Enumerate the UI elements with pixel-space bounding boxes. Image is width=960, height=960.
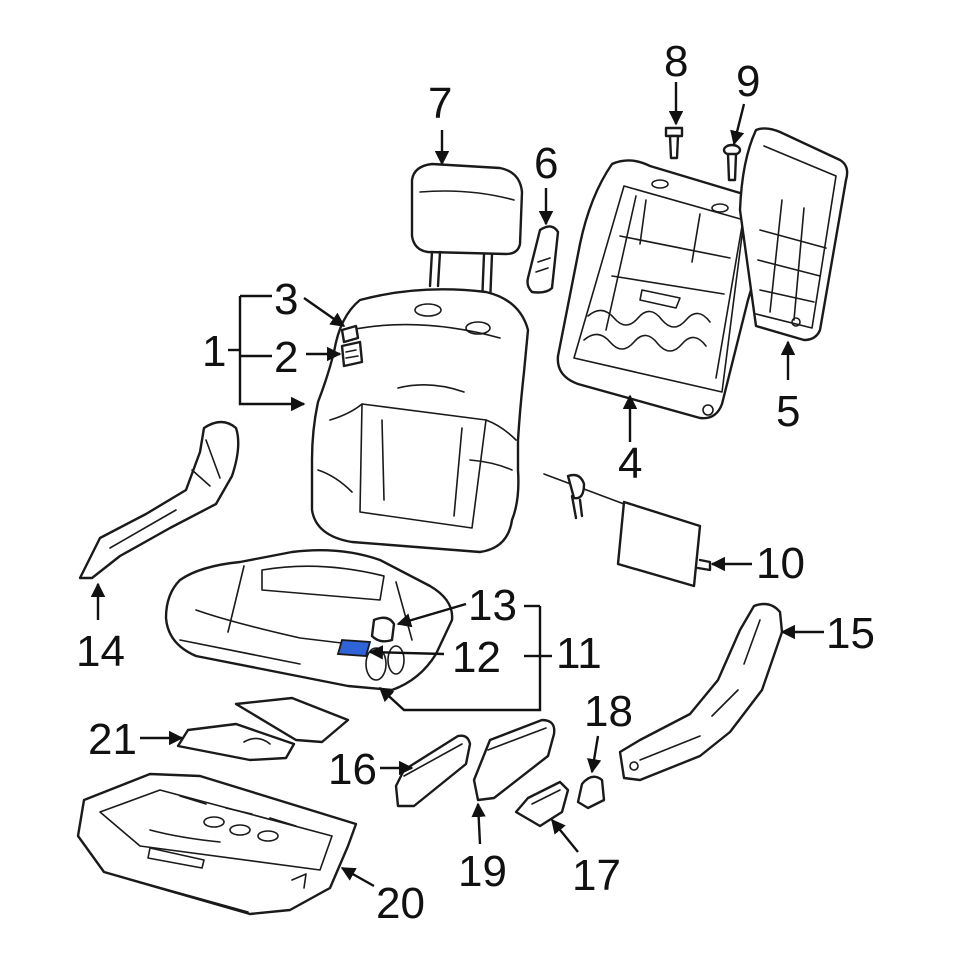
callout-17: 17	[572, 851, 621, 900]
trim-cover[interactable]	[472, 718, 556, 802]
callout-7: 7	[428, 79, 452, 128]
callout-10: 10	[756, 539, 805, 588]
lumbar-actuator[interactable]	[543, 473, 712, 588]
seat-back-tag-3[interactable]	[340, 324, 360, 344]
callout-4: 4	[618, 439, 642, 488]
left-side-shield[interactable]	[78, 420, 240, 580]
callout-5: 5	[776, 387, 800, 436]
seat-back-tag-2[interactable]	[340, 340, 364, 368]
bolt[interactable]	[722, 143, 742, 182]
right-side-shield[interactable]	[618, 602, 784, 782]
callout-13: 13	[468, 581, 517, 630]
callout-labels: 1 2 3 4 5 6 7 8 9 10 11 12 13 14 15 16 1…	[76, 37, 875, 928]
callout-16: 16	[328, 745, 377, 794]
trim-cover[interactable]	[394, 734, 472, 808]
seat-back-cover[interactable]	[310, 288, 530, 554]
callout-8: 8	[664, 37, 688, 86]
seat-cushion-frame[interactable]	[76, 772, 358, 916]
callout-19: 19	[458, 847, 507, 896]
callout-14: 14	[76, 627, 125, 676]
callout-2: 2	[274, 333, 298, 382]
leader-lines	[90, 82, 824, 888]
callout-6: 6	[534, 139, 558, 188]
callout-12: 12	[452, 633, 501, 682]
cushion-clip[interactable]	[370, 616, 396, 643]
callout-20: 20	[376, 879, 425, 928]
highlighted-cushion-pad[interactable]	[336, 639, 372, 657]
seat-back-frame[interactable]	[556, 159, 772, 420]
cushion-pad[interactable]	[176, 696, 350, 762]
side-trim-piece[interactable]	[526, 225, 560, 294]
callout-1: 1	[202, 327, 226, 376]
callout-11: 11	[556, 629, 602, 678]
callout-18: 18	[584, 687, 633, 736]
callout-21: 21	[88, 715, 137, 764]
seat-back-panel[interactable]	[738, 127, 849, 342]
callout-3: 3	[274, 275, 298, 324]
small-trim[interactable]	[514, 780, 570, 828]
callout-9: 9	[736, 57, 760, 106]
callout-15: 15	[826, 609, 875, 658]
headrest[interactable]	[410, 162, 524, 306]
bolt[interactable]	[664, 126, 684, 160]
trim-cap[interactable]	[576, 775, 606, 810]
